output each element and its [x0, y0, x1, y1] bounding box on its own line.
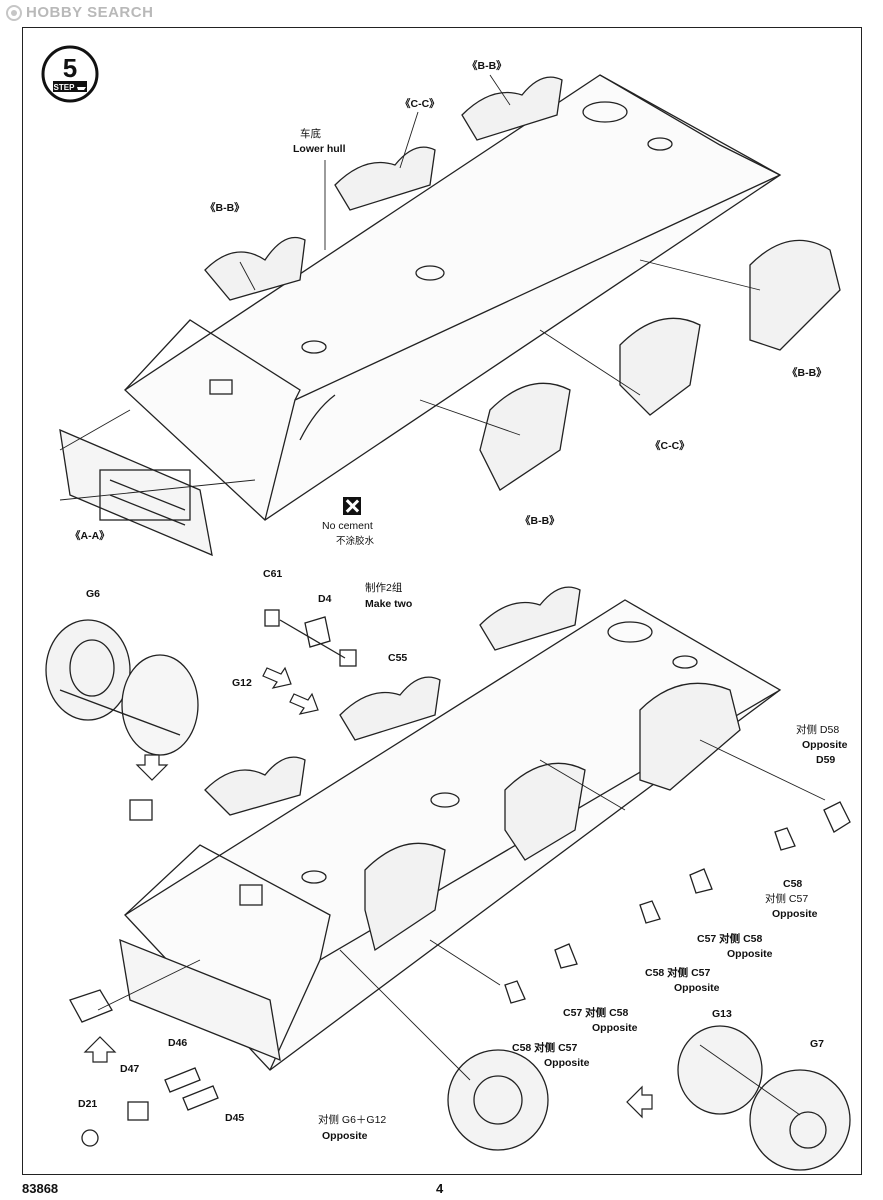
make-two-cn: 制作2组 [365, 582, 403, 594]
watermark-logo-icon [6, 4, 22, 21]
sprocket-bottom-drawing [447, 1025, 851, 1171]
page-frame [22, 27, 862, 1175]
part-c58-3-opp: Opposite [674, 982, 720, 994]
opposite-g6-en: Opposite [322, 1130, 368, 1142]
opposite-g6-cn: 对侧 G6＋G12 [318, 1114, 387, 1126]
lower-hull-top-drawing [123, 74, 782, 521]
section-aa: 《A-A》 [70, 530, 110, 542]
part-g12: G12 [232, 677, 252, 689]
no-cement-en: No cement [322, 520, 373, 532]
step-number: 5 [63, 53, 77, 83]
idler-wheel-left-drawing [45, 619, 199, 756]
step-badge: 5 STEP [41, 45, 99, 103]
tank-icon [77, 87, 86, 90]
watermark: HOBBY SEARCH [6, 4, 153, 21]
part-c57-2-opp: Opposite [727, 948, 773, 960]
part-c55: C55 [388, 652, 408, 664]
lower-hull-cn: 车底 [300, 128, 321, 140]
part-c61: C61 [263, 568, 283, 580]
part-g6: G6 [86, 588, 101, 600]
part-d47: D47 [120, 1063, 140, 1075]
section-cc-2: 《C-C》 [650, 440, 690, 452]
part-c58-5-opp: Opposite [544, 1057, 590, 1069]
no-cement-cn: 不涂胶水 [336, 536, 375, 547]
part-c58-1-opp-cn: 对侧 C57 [765, 893, 809, 905]
opposite-d58-en: Opposite [802, 739, 848, 751]
section-bb-2: 《B-B》 [467, 60, 507, 72]
section-bb-4: 《B-B》 [520, 515, 560, 527]
page-number: 4 [436, 1181, 444, 1196]
section-bb-1: 《B-B》 [205, 202, 245, 214]
lower-hull-en: Lower hull [293, 143, 346, 155]
watermark-text: HOBBY SEARCH [26, 4, 154, 21]
part-d21: D21 [78, 1098, 98, 1110]
section-cc-1: 《C-C》 [400, 98, 440, 110]
leader-lines [59, 74, 826, 1116]
part-c57-4-opp: Opposite [592, 1022, 638, 1034]
step-label: STEP [54, 83, 76, 92]
part-g7: G7 [810, 1038, 825, 1050]
lower-hull-bottom-drawing [119, 586, 782, 1071]
part-d59: D59 [816, 754, 836, 766]
kit-code: 83868 [22, 1181, 59, 1196]
part-d45: D45 [225, 1112, 245, 1124]
part-c57-4: C57 对侧 C58 [563, 1007, 629, 1019]
make-two-en: Make two [365, 598, 413, 610]
assembly-arrows [83, 666, 653, 1119]
part-c57-2: C57 对侧 C58 [697, 933, 763, 945]
part-d4: D4 [318, 593, 332, 605]
small-parts-drawing [69, 609, 851, 1147]
no-cement-icon [343, 497, 361, 515]
section-bb-3: 《B-B》 [787, 367, 827, 379]
suspension-unit-drawings-top [204, 76, 841, 491]
part-c58-3: C58 对侧 C57 [645, 967, 711, 979]
part-c58-5: C58 对侧 C57 [512, 1042, 578, 1054]
part-g13: G13 [712, 1008, 732, 1020]
part-c58-1: C58 [783, 878, 803, 890]
part-c58-1-opp-en: Opposite [772, 908, 818, 920]
opposite-d58-cn: 对侧 D58 [796, 724, 840, 736]
part-d46: D46 [168, 1037, 188, 1049]
